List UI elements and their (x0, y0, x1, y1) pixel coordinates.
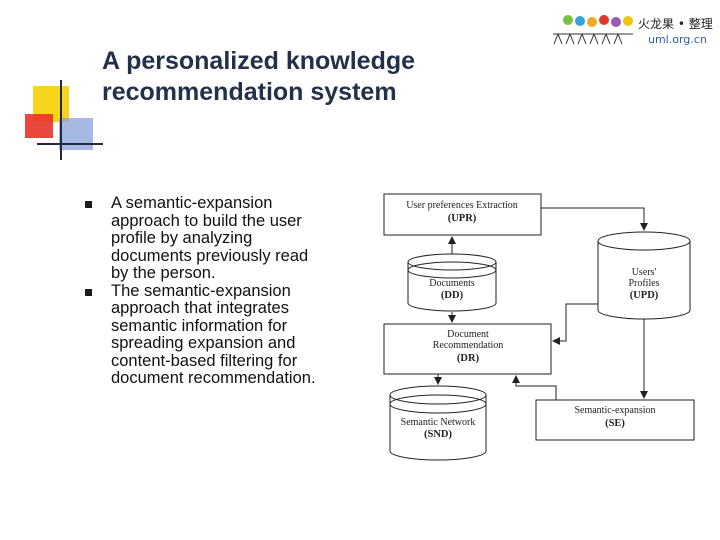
upr-label: User preferences Extraction (406, 200, 518, 211)
title-line-1: A personalized knowledge (102, 47, 416, 75)
dr-line-2: Recommendation (433, 340, 504, 351)
dr-box: Document Recommendation (DR) (383, 323, 552, 375)
title-decoration (25, 80, 103, 160)
square-bullet-icon (85, 288, 92, 296)
deco-red-square (25, 114, 53, 138)
bullet-1-line: profile by analyzing (111, 229, 253, 247)
bullet-2-line: semantic information for (111, 316, 288, 335)
bullet-item-1: A semantic-expansion approach to build t… (80, 194, 350, 283)
dd-code: (DD) (441, 290, 464, 301)
arrow-upr-to-upd (541, 207, 648, 231)
snd-code: (SND) (424, 429, 453, 440)
upr-box: User preferences Extraction (UPR) (383, 193, 542, 236)
logo-figures-icon (553, 15, 633, 45)
bullet-item-2: The semantic-expansion approach that int… (80, 281, 350, 388)
se-code: (SE) (605, 418, 625, 429)
bullet-2-line: The semantic-expansion (111, 281, 291, 300)
semantic-network-store: Semantic Network (SND) (389, 385, 487, 461)
bullet-1-line: A semantic-expansion (111, 194, 273, 212)
snd-label: Semantic Network (401, 417, 476, 428)
logo-url-text: uml.org.cn (648, 33, 707, 46)
upr-code: (UPR) (448, 213, 477, 224)
square-bullet-icon (85, 201, 92, 208)
bullet-2-line: approach that integrates (111, 299, 289, 317)
bullet-2-line: content-based filtering for (111, 351, 298, 370)
bullet-1-line: approach to build the user (111, 211, 302, 230)
bullet-1-line: by the person. (111, 264, 216, 282)
logo: 火龙果 • 整理 uml.org.cn (548, 10, 713, 50)
dd-label: Documents (429, 278, 475, 289)
system-diagram: User preferences Extraction (UPR) Docume… (383, 193, 695, 461)
upd-line-2: Profiles (628, 278, 659, 289)
se-label: Semantic-expansion (574, 405, 655, 416)
se-box: Semantic-expansion (SE) (535, 399, 695, 441)
diagram-arrows (434, 207, 648, 400)
arrow-upd-to-dr (552, 303, 598, 345)
arrow-se-to-dr (512, 375, 557, 400)
dr-line-1: Document (447, 329, 489, 340)
title-line-2: recommendation system (102, 78, 397, 106)
documents-store: Documents (DD) (407, 253, 497, 312)
logo-cn-text: 火龙果 • 整理 (638, 17, 713, 31)
user-profiles-store: Users' Profiles (UPD) (597, 231, 691, 320)
bullet-1-line: documents previously read (111, 246, 309, 265)
bullet-2-line: spreading expansion and (111, 334, 296, 352)
bullet-2-line: document recommendation. (111, 369, 316, 387)
page-title: A personalized knowledge recommendation … (102, 46, 522, 108)
bullet-list: A semantic-expansion approach to build t… (80, 194, 350, 388)
dr-code: (DR) (457, 353, 480, 364)
upd-code: (UPD) (630, 290, 659, 301)
deco-blue-square (59, 118, 93, 150)
upd-line-1: Users' (632, 267, 657, 278)
